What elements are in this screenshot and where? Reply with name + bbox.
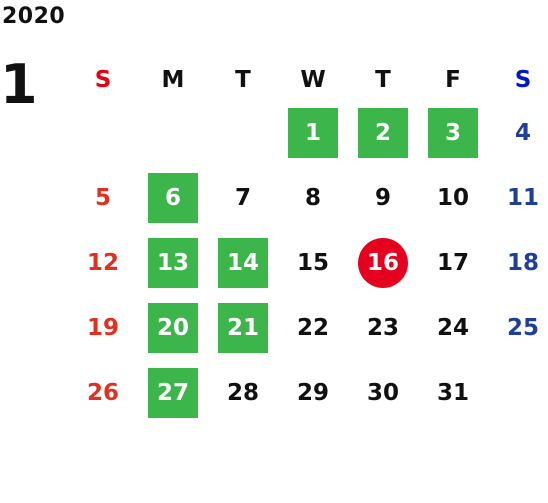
day-number <box>148 108 198 158</box>
day-cell[interactable]: 13 <box>138 230 208 295</box>
day-cell[interactable]: 23 <box>348 295 418 360</box>
weekday-wednesday: W <box>300 67 326 93</box>
day-cell[interactable]: 24 <box>418 295 488 360</box>
weekday-sunday: S <box>94 67 112 93</box>
day-cell[interactable]: 5 <box>68 165 138 230</box>
day-number: 9 <box>374 184 391 211</box>
day-number: 5 <box>94 184 111 211</box>
day-cell[interactable]: 25 <box>488 295 548 360</box>
day-number: 8 <box>304 184 321 211</box>
day-number: 13 <box>148 237 198 288</box>
day-number: 25 <box>506 314 539 341</box>
calendar-grid: S M T W T F S 1 2 3 4 5 6 7 8 9 10 11 12… <box>68 60 548 425</box>
day-number: 19 <box>86 314 119 341</box>
day-cell[interactable]: 26 <box>68 360 138 425</box>
day-number: 10 <box>436 184 469 211</box>
day-cell[interactable]: 16 <box>348 230 418 295</box>
day-number: 1 <box>288 107 338 158</box>
day-cell[interactable]: 15 <box>278 230 348 295</box>
day-cell[interactable]: 14 <box>208 230 278 295</box>
day-cell[interactable]: 2 <box>348 100 418 165</box>
day-cell[interactable]: 28 <box>208 360 278 425</box>
day-cell[interactable]: 31 <box>418 360 488 425</box>
day-number: 18 <box>506 249 539 276</box>
day-number: 24 <box>436 314 469 341</box>
weekday-monday: M <box>161 67 185 93</box>
day-cell <box>138 100 208 165</box>
day-number: 26 <box>86 379 119 406</box>
day-number: 2 <box>358 107 408 158</box>
weekday-friday: F <box>445 67 461 93</box>
day-cell[interactable]: 11 <box>488 165 548 230</box>
day-number: 29 <box>296 379 329 406</box>
day-cell[interactable]: 27 <box>138 360 208 425</box>
day-cell <box>488 360 548 425</box>
day-number <box>78 108 128 158</box>
year-label: 2020 <box>2 4 66 29</box>
day-cell[interactable]: 17 <box>418 230 488 295</box>
day-number: 16 <box>358 237 408 288</box>
day-cell[interactable]: 9 <box>348 165 418 230</box>
day-number: 4 <box>514 119 531 146</box>
day-cell[interactable]: 18 <box>488 230 548 295</box>
day-number <box>498 368 548 418</box>
day-cell[interactable]: 22 <box>278 295 348 360</box>
day-number: 20 <box>148 302 198 353</box>
day-cell[interactable]: 10 <box>418 165 488 230</box>
day-cell[interactable]: 20 <box>138 295 208 360</box>
day-cell[interactable]: 19 <box>68 295 138 360</box>
day-number: 12 <box>86 249 119 276</box>
day-number: 27 <box>148 367 198 418</box>
day-number: 11 <box>506 184 539 211</box>
day-number: 17 <box>436 249 469 276</box>
day-number: 30 <box>366 379 399 406</box>
day-number: 31 <box>436 379 469 406</box>
day-number: 7 <box>234 184 251 211</box>
day-cell[interactable]: 7 <box>208 165 278 230</box>
day-number <box>218 108 268 158</box>
day-cell[interactable]: 1 <box>278 100 348 165</box>
day-number: 14 <box>218 237 268 288</box>
day-number: 15 <box>296 249 329 276</box>
day-number: 3 <box>428 107 478 158</box>
day-cell[interactable]: 21 <box>208 295 278 360</box>
day-number: 21 <box>218 302 268 353</box>
weekday-saturday: S <box>514 67 532 93</box>
day-number: 6 <box>148 172 198 223</box>
day-cell[interactable]: 12 <box>68 230 138 295</box>
day-cell[interactable]: 6 <box>138 165 208 230</box>
day-number: 22 <box>296 314 329 341</box>
day-cell[interactable]: 30 <box>348 360 418 425</box>
day-number: 23 <box>366 314 399 341</box>
day-number: 28 <box>226 379 259 406</box>
day-cell[interactable]: 3 <box>418 100 488 165</box>
day-cell <box>208 100 278 165</box>
weekday-tuesday: T <box>235 67 251 93</box>
weekday-thursday: T <box>375 67 391 93</box>
month-number: 1 <box>0 53 38 116</box>
day-cell[interactable]: 8 <box>278 165 348 230</box>
day-cell[interactable]: 4 <box>488 100 548 165</box>
day-cell[interactable]: 29 <box>278 360 348 425</box>
day-cell <box>68 100 138 165</box>
